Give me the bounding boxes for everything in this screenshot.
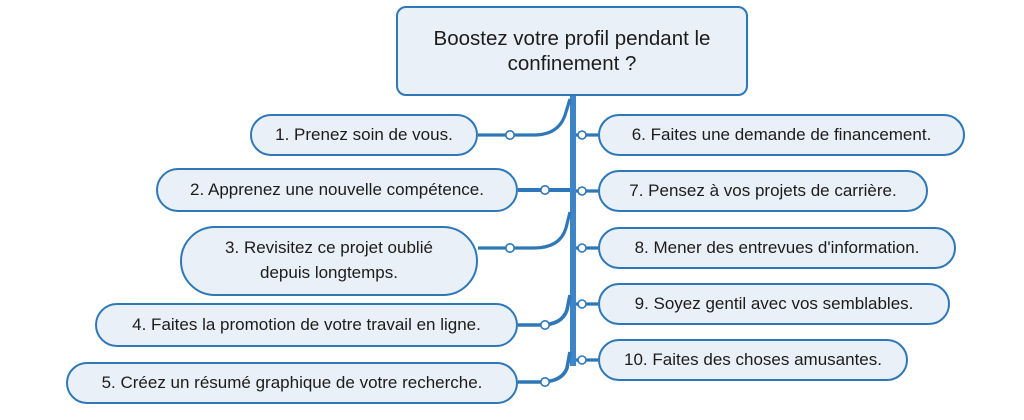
connector-dot-branch-3	[504, 243, 515, 254]
branch-node-2-label: 2. Apprenez une nouvelle compétence.	[190, 179, 484, 199]
branch-node-5[interactable]: 5. Créez un résumé graphique de votre re…	[66, 362, 518, 404]
branch-node-10[interactable]: 10. Faites des choses amusantes.	[598, 339, 908, 381]
branch-node-7[interactable]: 7. Pensez à vos projets de carrière.	[598, 170, 928, 212]
connector-dot-branch-2	[539, 185, 550, 196]
branch-node-10-label: 10. Faites des choses amusantes.	[624, 349, 882, 369]
connector-dot-branch-1	[504, 130, 515, 141]
connector-dot-branch-7	[577, 186, 587, 196]
connector-dot-branch-6	[577, 130, 587, 140]
central-topic-node[interactable]: Boostez votre profil pendant le confinem…	[396, 6, 748, 96]
branch-node-1[interactable]: 1. Prenez soin de vous.	[250, 114, 478, 156]
connector-branch-1	[478, 98, 572, 137]
branch-node-4-label: 4. Faites la promotion de votre travail …	[132, 314, 481, 334]
branch-node-3-label: 3. Revisitez ce projet oublié depuis lon…	[225, 238, 433, 282]
connector-dot-branch-10	[577, 355, 587, 365]
branch-node-2[interactable]: 2. Apprenez une nouvelle compétence.	[156, 168, 518, 212]
branch-node-9[interactable]: 9. Soyez gentil avec vos semblables.	[598, 283, 950, 325]
central-topic-label: Boostez votre profil pendant le confinem…	[433, 27, 711, 75]
connector-dot-branch-9	[577, 299, 587, 309]
branch-node-1-label: 1. Prenez soin de vous.	[275, 124, 453, 144]
branch-node-5-label: 5. Créez un résumé graphique de votre re…	[101, 372, 483, 392]
branch-node-7-label: 7. Pensez à vos projets de carrière.	[629, 180, 897, 200]
branch-node-3[interactable]: 3. Revisitez ce projet oublié depuis lon…	[180, 226, 478, 296]
connector-dot-branch-8	[577, 243, 587, 253]
connector-dot-branch-4	[539, 319, 550, 330]
branch-node-4[interactable]: 4. Faites la promotion de votre travail …	[95, 303, 518, 347]
branch-node-9-label: 9. Soyez gentil avec vos semblables.	[634, 293, 914, 313]
branch-node-8-label: 8. Mener des entrevues d'information.	[634, 237, 920, 257]
branch-node-8[interactable]: 8. Mener des entrevues d'information.	[598, 227, 956, 269]
connector-branch-3	[478, 211, 572, 250]
branch-node-6[interactable]: 6. Faites une demande de financement.	[598, 114, 965, 156]
connector-dot-branch-5	[539, 376, 550, 387]
branch-node-6-label: 6. Faites une demande de financement.	[631, 124, 932, 144]
